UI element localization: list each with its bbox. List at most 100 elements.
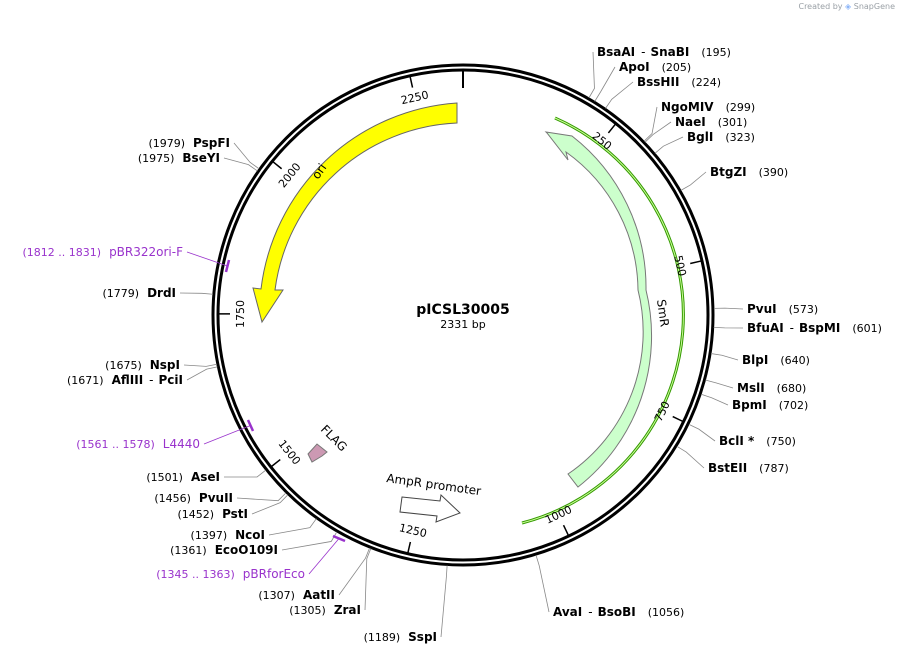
enzyme-position: (1975) — [138, 152, 175, 165]
smr-feature-arrow — [546, 132, 652, 487]
primer-range: (1345 .. 1363) — [156, 568, 235, 581]
enzyme-leader-line — [589, 52, 595, 98]
enzyme-name: BsaAI — [597, 45, 635, 59]
credit-prefix: Created by — [798, 2, 842, 11]
tick-mark — [272, 161, 281, 169]
enzyme-leader-line — [681, 172, 706, 190]
enzyme-label[interactable]: BstEII (787) — [708, 461, 789, 475]
tick-mark — [608, 124, 615, 133]
enzyme-label[interactable]: (1975) BseYI — [138, 151, 220, 165]
enzyme-name: BclI * — [719, 434, 755, 448]
enzyme-name: BfuAI — [747, 321, 784, 335]
enzyme-suffix: SnaBI — [650, 45, 689, 59]
enzyme-label[interactable]: AvaI-BsoBI(1056) — [553, 605, 684, 619]
enzyme-leader-line — [606, 82, 633, 108]
enzyme-leader-line — [714, 308, 743, 309]
enzyme-position: (1189) — [364, 631, 401, 644]
enzyme-label[interactable]: BfuAI-BspMI(601) — [747, 321, 882, 335]
enzyme-name: PspFI — [193, 136, 230, 150]
enzyme-name: SspI — [408, 630, 437, 644]
enzyme-leader-line — [237, 493, 286, 501]
credit-brand: SnapGene — [854, 2, 895, 11]
enzyme-label[interactable]: (1501)AseI — [146, 470, 220, 484]
enzyme-label[interactable]: (1671)AflIII-PciI — [67, 373, 183, 387]
tick-mark — [408, 542, 411, 554]
enzyme-label[interactable]: (1189) SspI — [364, 630, 437, 644]
enzyme-label[interactable]: MslI(680) — [737, 381, 806, 395]
enzyme-label[interactable]: PvuI(573) — [747, 302, 818, 316]
enzyme-label[interactable]: BpmI(702) — [732, 398, 808, 412]
enzyme-label[interactable]: (1305)ZraI — [289, 603, 361, 617]
tick-label: 750 — [652, 399, 673, 424]
enzyme-label[interactable]: BclI *(750) — [719, 434, 796, 448]
enzyme-position: (323) — [725, 131, 755, 144]
tick-label: 500 — [671, 254, 688, 277]
enzyme-label[interactable]: BssHII(224) — [637, 75, 721, 89]
enzyme-label[interactable]: (1397)NcoI — [191, 528, 265, 542]
enzyme-label[interactable]: (1307)AatII — [258, 588, 335, 602]
primer-label[interactable]: (1812 .. 1831)pBR322ori-F — [23, 245, 184, 259]
enzyme-leader-line — [252, 495, 288, 514]
enzyme-leader-line — [187, 367, 217, 380]
enzyme-position: (1979) — [148, 137, 185, 150]
enzyme-label[interactable]: BlpI(640) — [742, 353, 810, 367]
enzyme-leader-line — [655, 137, 683, 153]
enzyme-name: BssHII — [637, 75, 679, 89]
enzyme-name: BpmI — [732, 398, 767, 412]
enzyme-position: (1456) — [154, 492, 191, 505]
tick-label: 1250 — [398, 521, 428, 540]
enzyme-separator: - — [588, 605, 592, 619]
enzyme-leader-line — [269, 519, 316, 535]
enzyme-leader-line — [701, 394, 728, 405]
enzyme-separator: - — [790, 321, 794, 335]
flag-feature-arrow — [308, 444, 327, 462]
enzyme-position: (1307) — [258, 589, 295, 602]
enzyme-leader-line — [705, 380, 733, 388]
enzyme-label[interactable]: (1675)NspI — [105, 358, 180, 372]
enzyme-leader-line — [645, 122, 671, 142]
enzyme-position: (1056) — [648, 606, 685, 619]
enzyme-label[interactable]: (1779)DrdI — [102, 286, 176, 300]
tick-mark — [690, 261, 702, 264]
enzyme-position: (787) — [759, 462, 789, 475]
enzyme-label[interactable]: (1452)PstI — [177, 507, 248, 521]
enzyme-label[interactable]: BglI(323) — [687, 130, 755, 144]
enzyme-label[interactable]: (1456)PvuII — [154, 491, 233, 505]
enzyme-label[interactable]: NaeI(301) — [675, 115, 747, 129]
enzyme-leader-line — [714, 327, 743, 328]
enzyme-leader-line — [184, 364, 217, 366]
enzyme-label[interactable]: NgoMIV(299) — [661, 100, 755, 114]
primer-leader-line — [309, 539, 339, 575]
enzyme-label[interactable]: BtgZI(390) — [710, 165, 788, 179]
tick-mark — [673, 417, 684, 422]
enzyme-name: BlpI — [742, 353, 768, 367]
ampr-promoter-label: AmpR promoter — [386, 471, 482, 498]
primer-name: L4440 — [163, 437, 200, 451]
enzyme-position: (205) — [662, 61, 692, 74]
primer-name: pBRforEco — [243, 567, 305, 581]
enzyme-label[interactable]: BsaAI-SnaBI(195) — [597, 45, 731, 59]
enzyme-name: AseI — [191, 470, 220, 484]
tick-label: 1750 — [234, 300, 247, 328]
enzyme-name: BstEII — [708, 461, 747, 475]
enzyme-name: AflIII — [112, 373, 144, 387]
primer-label[interactable]: (1561 .. 1578)L4440 — [76, 437, 200, 451]
primer-label[interactable]: (1345 .. 1363) pBRforEco — [156, 567, 305, 581]
enzyme-position: (301) — [718, 116, 748, 129]
snapgene-credit: Created by ◈ SnapGene — [798, 2, 895, 11]
smr-feature-label: SmR — [654, 298, 672, 327]
enzyme-label[interactable]: (1361)EcoO109I — [170, 543, 278, 557]
enzyme-label[interactable]: (1979) PspFI — [148, 136, 230, 150]
enzyme-name: EcoO109I — [215, 543, 278, 557]
tick-label: 1000 — [543, 503, 574, 527]
enzyme-label[interactable]: ApoI(205) — [619, 60, 691, 74]
enzyme-name: BseYI — [182, 151, 220, 165]
tick-label: 1500 — [275, 437, 303, 467]
enzyme-leader-line — [644, 107, 657, 141]
snapgene-logo-icon: ◈ — [845, 2, 851, 11]
enzyme-position: (601) — [852, 322, 882, 335]
enzyme-position: (680) — [777, 382, 807, 395]
enzyme-name: PvuI — [747, 302, 777, 316]
enzyme-leader-line — [224, 470, 266, 477]
